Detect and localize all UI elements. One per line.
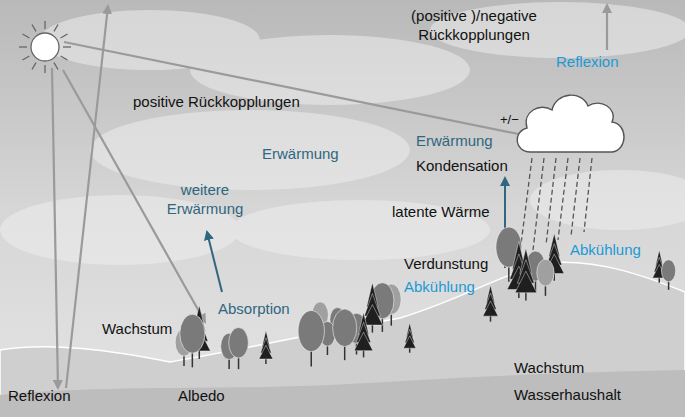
conifer-tree — [483, 285, 498, 322]
diagram-label: +/− — [500, 110, 519, 129]
deciduous-tree — [537, 259, 554, 296]
radiation-arrows — [52, 5, 607, 388]
diagram-label: Abkühlung — [404, 277, 475, 296]
sky-clouds — [0, 2, 685, 265]
deciduous-tree — [229, 327, 249, 369]
deciduous-tree — [333, 309, 357, 360]
diagram-label: positive Rückkopplungen — [133, 92, 300, 111]
diagram-label: Wasserhaushalt — [514, 385, 621, 404]
diagram-label: Reflexion — [8, 386, 71, 405]
diagram-label: Erwärmung — [416, 131, 493, 150]
ground-front — [0, 370, 685, 417]
diagram-label: Verdunstung — [404, 254, 488, 273]
conifer-tree — [354, 312, 373, 357]
deciduous-tree — [661, 260, 675, 290]
rain-cloud — [517, 95, 624, 152]
diagram-label: Absorption — [218, 299, 290, 318]
conifer-tree — [515, 248, 537, 300]
diagram-label: Reflexion — [556, 52, 619, 71]
ground — [0, 262, 685, 417]
deciduous-tree — [180, 314, 205, 367]
diagram-label: Wachstum — [102, 319, 172, 338]
diagram-label: Albedo — [178, 386, 225, 405]
conifer-tree — [403, 323, 416, 353]
diagram-label: latente Wärme — [392, 202, 490, 221]
sun-symbol — [19, 21, 71, 73]
diagram-label: Abkühlung — [570, 240, 641, 259]
warming-arrows — [207, 178, 505, 292]
rain-lines — [520, 158, 592, 252]
diagram-label: weitere Erwärmung — [150, 180, 260, 218]
diagram-label: Erwärmung — [262, 144, 339, 163]
diagram-label: Wachstum — [514, 358, 584, 377]
deciduous-tree — [298, 311, 324, 367]
diagram-label: Kondensation — [416, 156, 508, 175]
diagram-label: (positive )/negative Rückkopplungen — [388, 6, 560, 44]
conifer-tree — [259, 330, 273, 364]
